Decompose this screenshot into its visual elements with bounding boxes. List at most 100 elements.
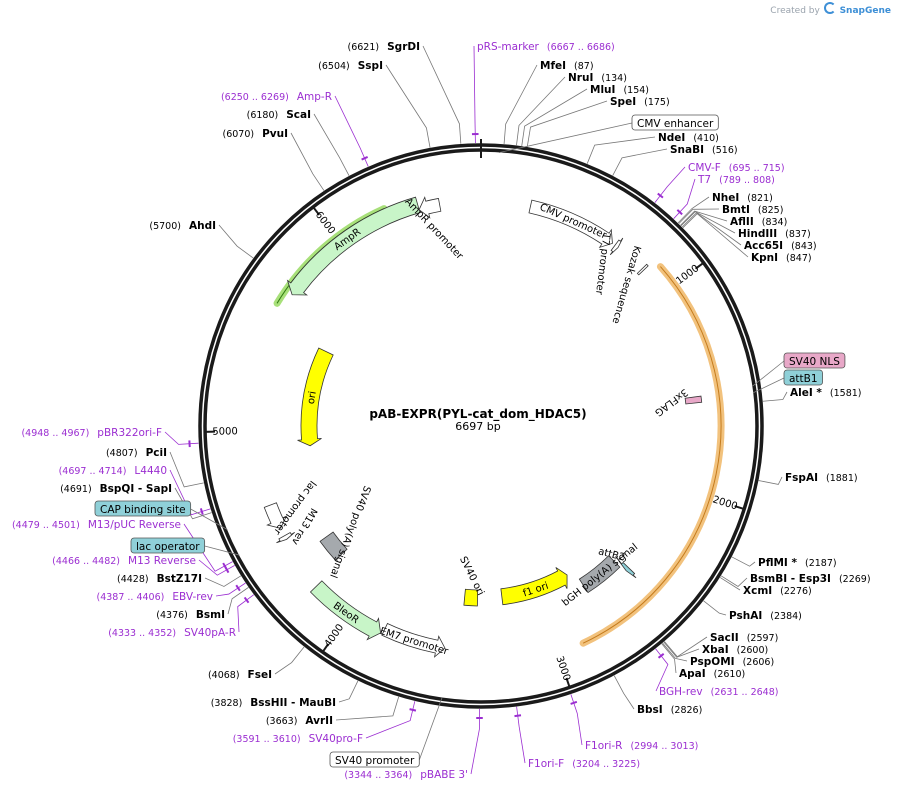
site-position: (87)	[574, 61, 594, 72]
site-label-nrui: NruI(134)	[568, 72, 627, 84]
site-name: SV40pA-R	[184, 627, 236, 639]
site-xbai[interactable]: XbaI(2600)	[702, 644, 768, 656]
site-aflii[interactable]: AflII(834)	[730, 216, 787, 228]
site-bspqi-sapi[interactable]: (4691)BspQI - SapI	[60, 483, 172, 495]
site-pshai[interactable]: PshAI(2384)	[729, 610, 802, 622]
site-alei[interactable]: AleI *(1581)	[790, 387, 862, 399]
site-sspi[interactable]: (6504)SspI	[318, 60, 383, 72]
site-pbr322ori-f[interactable]: (4948 .. 4967)pBR322ori-F	[21, 427, 162, 439]
feature-f1-ori[interactable]: f1 ori	[500, 567, 568, 606]
feature-kozak-sequence[interactable]: Kozak sequence	[610, 244, 649, 325]
boxed-label-sv40-promoter[interactable]: SV40 promoter	[329, 751, 420, 768]
site-sv40pa-r[interactable]: (4333 .. 4352)SV40pA-R	[108, 627, 236, 639]
boxed-label-lac-operator[interactable]: lac operator	[130, 537, 206, 554]
site-position: (1881)	[826, 473, 858, 484]
feature-label-t7-promoter: T7 promoter	[593, 231, 612, 296]
site-bstz17i[interactable]: (4428)BstZ17I	[117, 573, 202, 585]
site-position: (3828)	[211, 698, 243, 709]
site-bgh-rev[interactable]: BGH-rev(2631 .. 2648)	[659, 686, 778, 698]
site-label-m13-puc-reverse: (4479 .. 4501)M13/pUC Reverse	[12, 519, 181, 531]
boxed-label-sv40-nls[interactable]: SV40 NLS	[783, 352, 846, 369]
primer-bar-cmv-f	[657, 192, 664, 199]
tick-1000	[694, 262, 705, 270]
boxed-label-cap-binding-site[interactable]: CAP binding site	[94, 500, 192, 517]
site-bsmi[interactable]: (4376)BsmI	[156, 609, 225, 621]
feature-arrow-attb2	[618, 560, 637, 579]
feature-ori[interactable]: ori	[297, 347, 334, 447]
feature-ampr-promoter[interactable]: AmpR promoter	[402, 196, 465, 262]
site-position: (4697 .. 4714)	[59, 466, 127, 477]
site-snabi[interactable]: SnaBI(516)	[670, 144, 738, 156]
feature-arrow-ori	[297, 347, 334, 447]
feature-sv40-ori[interactable]: SV40 ori	[457, 555, 486, 607]
site-label-bsmi: (4376)BsmI	[156, 609, 225, 621]
site-label-f1ori-f: F1ori-F(3204 .. 3225)	[528, 758, 640, 770]
site-position: (6621)	[348, 42, 380, 53]
site-mlui[interactable]: MluI(154)	[590, 84, 649, 96]
leader-pbabe-3	[470, 708, 480, 775]
site-spei[interactable]: SpeI(175)	[610, 96, 670, 108]
site-ahdi[interactable]: (5700)AhdI	[149, 220, 216, 232]
site-sacii[interactable]: SacII(2597)	[710, 632, 778, 644]
site-apai[interactable]: ApaI(2610)	[679, 668, 745, 680]
site-position: (3204 .. 3225)	[572, 759, 640, 770]
site-mfei[interactable]: MfeI(87)	[540, 60, 594, 72]
site-name: AvrII	[305, 715, 333, 727]
site-fsei[interactable]: (4068)FseI	[208, 669, 272, 681]
site-ndei[interactable]: NdeI(410)	[658, 132, 719, 144]
site-kpni[interactable]: KpnI(847)	[751, 252, 812, 264]
site-m13-puc-reverse[interactable]: (4479 .. 4501)M13/pUC Reverse	[12, 519, 181, 531]
feature-ampr[interactable]: AmpR	[286, 196, 421, 296]
tick-4000	[321, 643, 330, 653]
feature-3xflag[interactable]: 3xFLAG	[652, 386, 703, 418]
site-label-mfei: MfeI(87)	[540, 60, 594, 72]
site-name: pRS-marker	[477, 41, 540, 53]
feature-sv40-poly-a-signal[interactable]: SV40 poly(A) signal	[319, 484, 372, 579]
site-name: AhdI	[189, 220, 216, 232]
site-bmti[interactable]: BmtI(825)	[722, 204, 783, 216]
site-bsshii-maubi[interactable]: (3828)BssHII - MauBI	[211, 697, 336, 709]
site-f1ori-r[interactable]: F1ori-R(2994 .. 3013)	[585, 740, 698, 752]
site-label-layer: (6621)SgrDI (6504)SspI (6250 .. 6269)Amp-R…	[12, 41, 871, 781]
site-ebv-rev[interactable]: (4387 .. 4406)EBV-rev	[97, 591, 214, 603]
boxed-label-cmv-enhancer[interactable]: CMV enhancer	[631, 114, 719, 131]
site-pbabe-3[interactable]: (3344 .. 3364)pBABE 3'	[344, 769, 468, 781]
tick-label-4000: 4000	[323, 622, 347, 649]
site-hindiii[interactable]: HindIII(837)	[738, 228, 811, 240]
leader-f1ori-r	[570, 694, 583, 746]
site-label-bsshii-maubi: (3828)BssHII - MauBI	[211, 697, 336, 709]
site-t7[interactable]: T7(789 .. 808)	[697, 174, 775, 186]
site-pflmi[interactable]: PflMI *(2187)	[758, 557, 837, 569]
site-xcmi[interactable]: XcmI(2276)	[743, 585, 812, 597]
feature-arrow-bleor	[309, 580, 382, 641]
site-acc65i[interactable]: Acc65I(843)	[744, 240, 817, 252]
site-fspai[interactable]: FspAI(1881)	[785, 472, 858, 484]
feature-em7-promoter[interactable]: EM7 promoter	[378, 622, 450, 658]
feature-bleor[interactable]: BleoR	[309, 580, 382, 641]
site-pvui[interactable]: (6070)PvuI	[222, 128, 288, 140]
site-nhei[interactable]: NheI(821)	[712, 192, 773, 204]
site-amp-r[interactable]: (6250 .. 6269)Amp-R	[221, 91, 332, 103]
site-pcii[interactable]: (4807)PciI	[106, 447, 167, 459]
site-pspomi[interactable]: PspOMI(2606)	[690, 656, 774, 668]
site-sv40pro-f[interactable]: (3591 .. 3610)SV40pro-F	[233, 733, 363, 745]
site-f1ori-f[interactable]: F1ori-F(3204 .. 3225)	[528, 758, 640, 770]
leader-amp-r	[334, 95, 369, 167]
site-bbsi[interactable]: BbsI(2826)	[637, 704, 702, 716]
boxed-label-text: CAP binding site	[100, 504, 186, 516]
site-prs-marker[interactable]: pRS-marker(6667 .. 6686)	[477, 41, 615, 53]
plasmid-size: 6697 bp	[455, 420, 500, 433]
site-sgrdi[interactable]: (6621)SgrDI	[348, 41, 420, 53]
primer-bar-l4440	[199, 508, 204, 515]
site-l4440[interactable]: (4697 .. 4714)L4440	[59, 465, 167, 477]
site-avrii[interactable]: (3663)AvrII	[266, 715, 333, 727]
site-scai[interactable]: (6180)ScaI	[247, 109, 311, 121]
site-m13-reverse[interactable]: (4466 .. 4482)M13 Reverse	[52, 555, 196, 567]
site-position: (789 .. 808)	[719, 175, 775, 186]
site-cmv-f[interactable]: CMV-F(695 .. 715)	[688, 162, 785, 174]
site-position: (4466 .. 4482)	[52, 556, 120, 567]
leader-alei	[762, 391, 788, 402]
boxed-label-attb1[interactable]: attB1	[783, 369, 823, 386]
site-nrui[interactable]: NruI(134)	[568, 72, 627, 84]
site-bsmbi-esp3i[interactable]: BsmBI - Esp3I(2269)	[750, 573, 871, 585]
